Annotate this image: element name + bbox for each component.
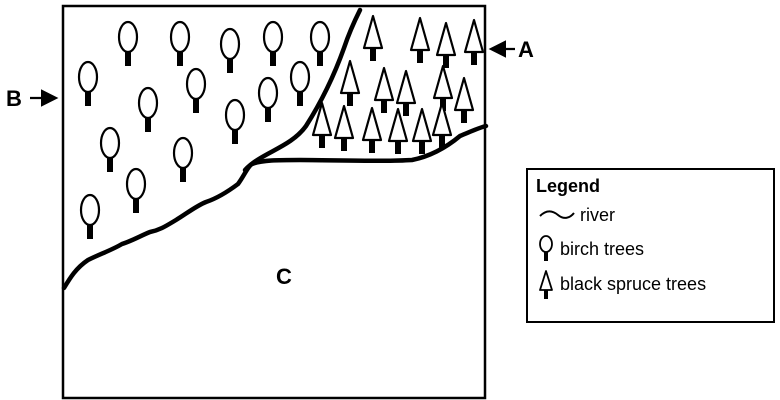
label-c: C — [276, 264, 292, 289]
birch-tree-icon — [536, 235, 566, 263]
black-spruce-tree-icon — [536, 270, 566, 299]
legend-label-spruce: black spruce trees — [560, 273, 707, 294]
river-main — [61, 123, 489, 291]
river-icon — [536, 201, 575, 229]
legend-box: Legend river birch trees black spruce tr… — [526, 168, 775, 323]
label-a: A — [518, 37, 534, 62]
legend-label-river: river — [580, 204, 615, 225]
label-b: B — [6, 86, 22, 111]
legend-item-spruce: black spruce trees — [536, 270, 707, 299]
legend-item-birch: birch trees — [536, 235, 644, 263]
legend-label-birch: birch trees — [560, 238, 645, 259]
legend-item-river: river — [536, 201, 615, 229]
river-branch — [242, 7, 363, 173]
legend-title: Legend — [536, 176, 601, 196]
